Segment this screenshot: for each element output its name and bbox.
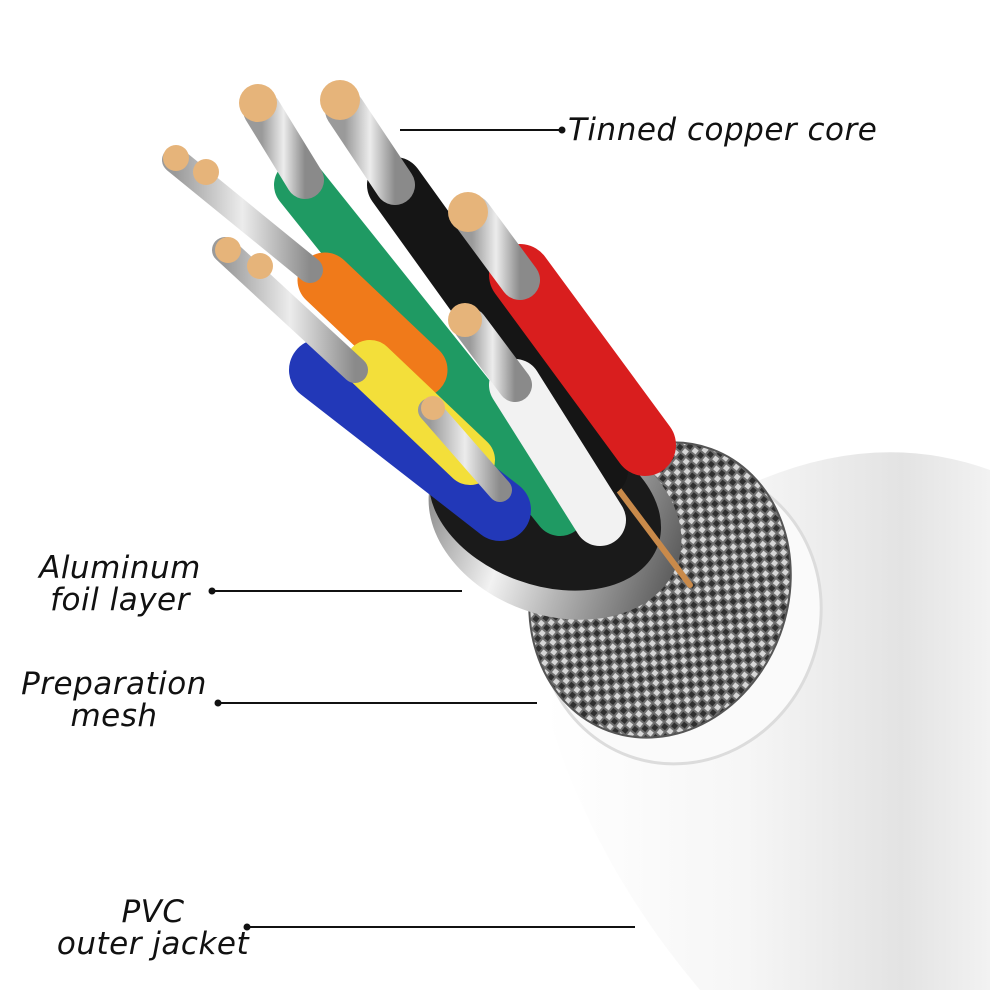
wire-twisted-strands xyxy=(212,237,368,383)
wire-blue xyxy=(289,339,531,541)
wire-red xyxy=(448,192,676,476)
pvc-outer-jacket-label: PVC outer jacket xyxy=(56,894,250,962)
aluminum-foil-label: Aluminum foil layer xyxy=(39,550,201,618)
wire-white xyxy=(448,303,626,546)
leader-lines xyxy=(208,126,635,931)
tinned-copper-core-label: Tinned copper core xyxy=(568,112,878,148)
wire-orange xyxy=(162,145,448,398)
preparation-mesh-label: Preparation mesh xyxy=(21,666,207,734)
wire-yellow xyxy=(345,340,512,502)
